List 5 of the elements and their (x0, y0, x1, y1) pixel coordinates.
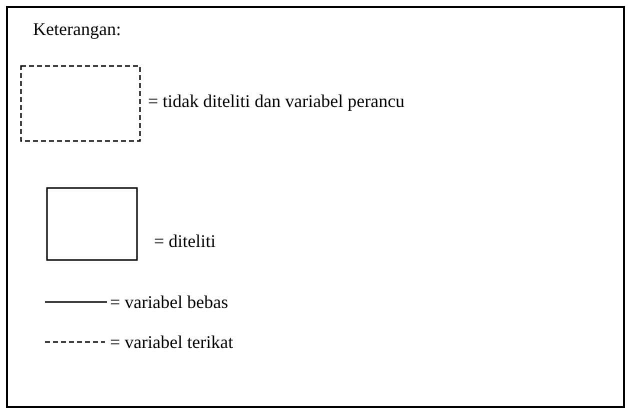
legend-text: = variabel terikat (110, 332, 234, 352)
legend-text: = diteliti (154, 231, 216, 251)
legend-text: = tidak diteliti dan variabel perancu (148, 91, 405, 111)
legend-text: = variabel bebas (110, 292, 228, 312)
legend-heading: Keterangan: (33, 19, 121, 39)
